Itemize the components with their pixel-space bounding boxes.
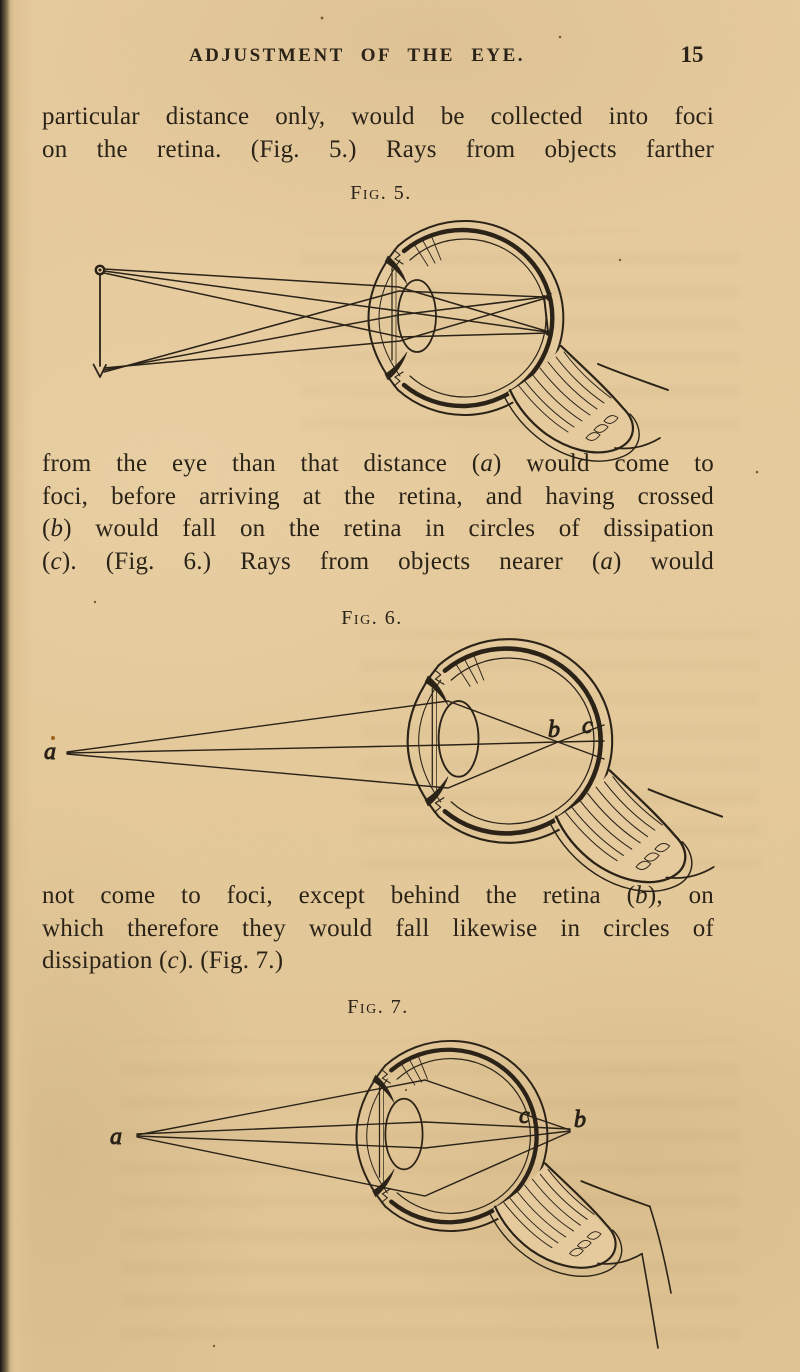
fig6-label-a: a: [44, 739, 56, 765]
fig5-caption: Fig. 5.: [350, 182, 412, 204]
fig5-light-rays: [103, 268, 549, 373]
text-line: (c). (Fig. 6.) Rays from objects nearer …: [42, 547, 714, 575]
text-line: foci, before arriving at the retina, and…: [42, 482, 714, 510]
fig7-label-c: c: [519, 1103, 530, 1129]
fig6-label-b: b: [548, 717, 560, 743]
text-line: on the retina. (Fig. 5.) Rays from objec…: [42, 135, 714, 163]
paragraph-3: not come to foci, except behind the reti…: [42, 880, 714, 978]
foxing-speck: [50, 735, 56, 741]
text-line: dissipation (c). (Fig. 7.): [42, 947, 284, 974]
fig6-illustration: a b c: [44, 639, 722, 891]
page-number: 15: [680, 42, 704, 67]
fig7-illustration: a c b: [110, 1041, 672, 1349]
text-line: not come to foci, except behind the reti…: [42, 882, 714, 909]
fig6-light-rays: [66, 700, 605, 789]
fig7-label-b: b: [574, 1107, 586, 1133]
fig6-caption: Fig. 6.: [341, 607, 403, 629]
page-binding-edge: [0, 0, 34, 1372]
fig5-illustration: [92, 221, 669, 461]
text-line: (b) would fall on the retina in circles …: [42, 515, 714, 542]
fig7-nerve-tails: [641, 1206, 672, 1349]
fig5-retinal-image-arrow: [543, 293, 552, 336]
paper-specks: [93, 16, 759, 1348]
paragraph-2: from the eye than that distance (a) woul…: [42, 448, 714, 578]
text-line: particular distance only, would be colle…: [42, 103, 714, 130]
running-title: ADJUSTMENT OF THE EYE.: [188, 45, 526, 66]
fig6-label-c: c: [582, 713, 593, 739]
fig7-light-rays: [136, 1079, 571, 1197]
paragraph-1: particular distance only, would be colle…: [42, 101, 714, 166]
text-line: which therefore they would fall likewise…: [42, 914, 714, 942]
fig5-object-arrow: [92, 264, 107, 378]
fig7-caption: Fig. 7.: [347, 996, 409, 1018]
text-line: from the eye than that distance (a) woul…: [42, 450, 714, 477]
fig7-label-a: a: [110, 1124, 122, 1150]
